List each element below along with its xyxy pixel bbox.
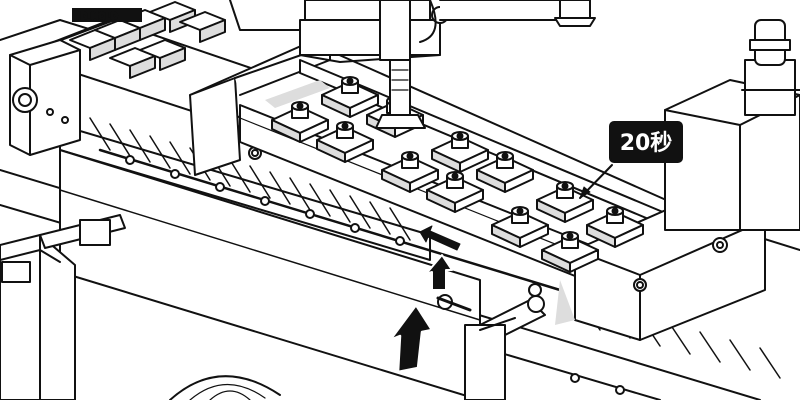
arrow-up-icon: [388, 303, 434, 374]
fan-housing: [169, 375, 281, 400]
tray-part: [431, 131, 489, 173]
tray-part: [271, 101, 329, 143]
tray-part: [476, 151, 534, 193]
tray-part: [426, 171, 484, 213]
support-pipe: [39, 214, 126, 249]
feed-nameplate: ID-MOLD: [78, 12, 118, 22]
fixture-left-block: [189, 77, 241, 176]
press-carriage: [299, 19, 441, 56]
tray-part: [491, 206, 549, 248]
time-callout-label: 20秒: [620, 131, 673, 156]
time-callout: 20秒: [609, 121, 683, 163]
right-tower-machine: [664, 19, 800, 231]
feed-nameplate-bg: [72, 8, 142, 22]
tray-part: [536, 181, 594, 223]
tray-part: [321, 76, 379, 118]
press-ram-housing: [379, 0, 411, 61]
arrow-left-icon: [419, 225, 461, 251]
left-side-machine: [0, 234, 76, 400]
feed-blocks: [69, 1, 226, 79]
tray-part: [381, 151, 439, 193]
rail-bolts: [125, 155, 625, 395]
pneumatic-cylinder: [436, 294, 546, 400]
top-background-machinery: [229, 0, 596, 31]
tray-part: [586, 206, 644, 248]
tray-part: [541, 231, 599, 273]
tray-part: [316, 121, 374, 163]
arrow-up-icon: [425, 254, 453, 291]
time-callout-bg: [609, 121, 683, 163]
drive-motor: [9, 39, 81, 156]
callout-leader: [579, 164, 613, 199]
press-head: [299, 0, 449, 129]
